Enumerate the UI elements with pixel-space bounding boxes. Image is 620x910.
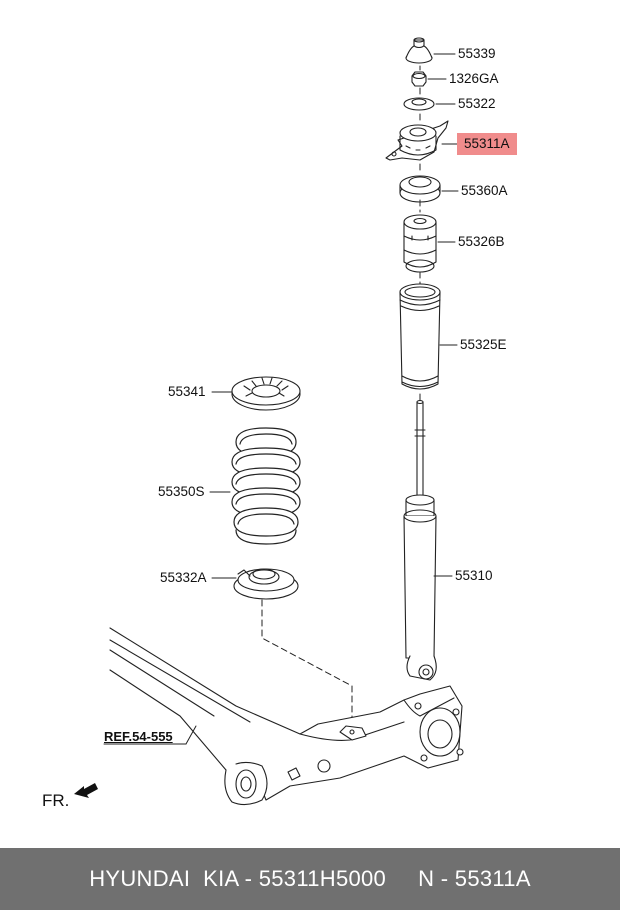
assembly-centerlines <box>261 65 421 725</box>
dust-cover-part <box>399 283 441 390</box>
coil-spring-part <box>231 427 301 545</box>
upper-spring-pad-part <box>231 376 301 411</box>
callout-55360a: 55360A <box>461 183 508 198</box>
callout-55350s: 55350S <box>158 484 205 499</box>
reference-label: REF.54-555 <box>104 729 173 744</box>
lower-spring-pad-part <box>233 568 299 600</box>
leader-lines <box>103 53 459 745</box>
footer-part-number-text: HYUNDAI KIA - 55311H5000 N - 55311A <box>89 866 531 891</box>
callout-1326ga: 1326GA <box>449 71 499 86</box>
callout-55332a: 55332A <box>160 570 207 585</box>
callout-55341: 55341 <box>168 384 206 399</box>
strut-mount-part <box>385 120 449 161</box>
washer-part <box>403 97 435 111</box>
rear-axle-beam <box>109 627 464 806</box>
part-number-footer: HYUNDAI KIA - 55311H5000 N - 55311A <box>0 848 620 910</box>
callout-55339: 55339 <box>458 46 496 61</box>
front-direction-label: FR. <box>42 791 70 810</box>
callout-55311a-highlighted: 55311A <box>457 133 517 155</box>
nut-part <box>411 71 427 87</box>
dust-cap-part <box>405 37 433 64</box>
callout-55325e: 55325E <box>460 337 507 352</box>
bump-stopper-part <box>403 214 437 273</box>
callout-55310: 55310 <box>455 568 493 583</box>
callout-55326b: 55326B <box>458 234 505 249</box>
callout-55322: 55322 <box>458 96 496 111</box>
upper-spring-seat-part <box>399 175 441 203</box>
shock-absorber-part <box>403 399 437 681</box>
front-direction-arrow-icon <box>74 783 98 798</box>
rear-suspension-diagram <box>74 37 464 806</box>
